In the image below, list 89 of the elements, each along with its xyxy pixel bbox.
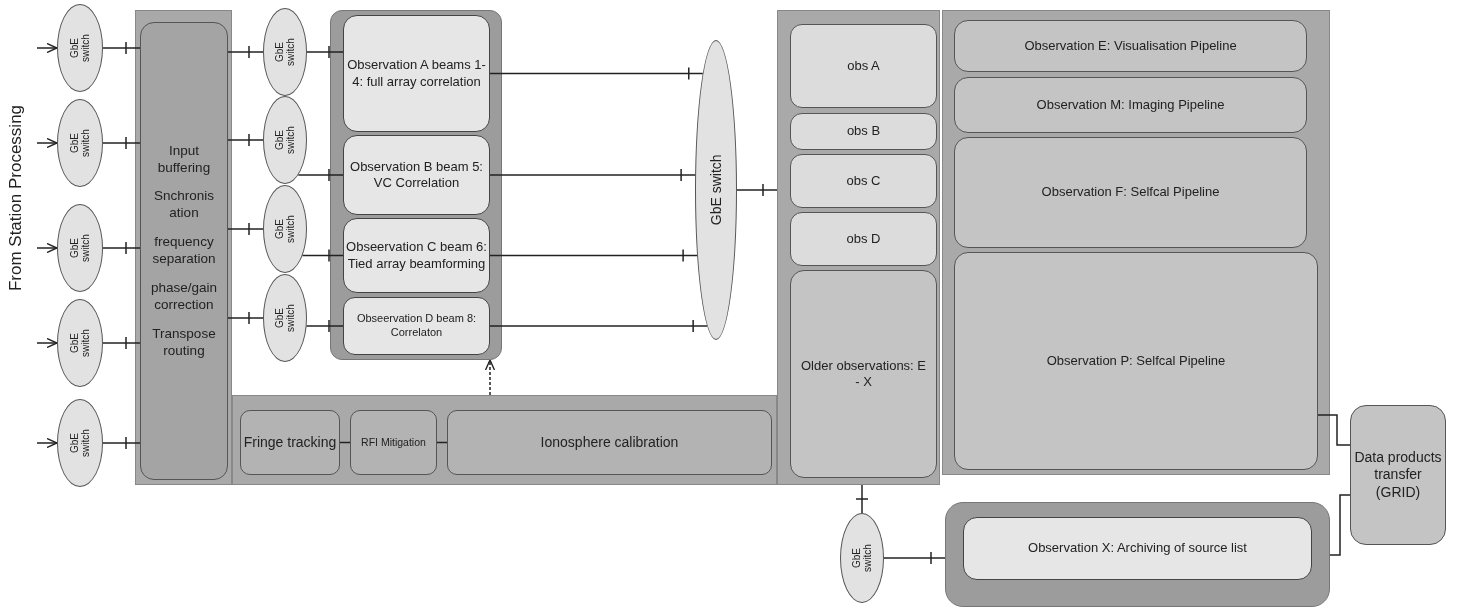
box-label: obs B <box>846 123 881 140</box>
switch-label: GbE switch <box>274 37 296 68</box>
box-label: Snchronis ation <box>152 188 215 223</box>
connector-line <box>227 133 264 147</box>
connector-line <box>736 183 778 197</box>
switch-label: GbE switch <box>69 428 91 459</box>
connector-line <box>227 45 264 59</box>
box-label: Observation P: Selfcal Pipeline <box>1046 352 1226 370</box>
arrow <box>36 42 58 54</box>
storage-box <box>790 212 937 266</box>
group-frame <box>945 502 1330 607</box>
connector-line <box>339 441 351 444</box>
switch-label: GbE switch <box>274 125 296 156</box>
box-label: Ionosphere calibration <box>540 433 679 452</box>
switch-label: GbE switch <box>707 154 725 226</box>
side-label: From Station Processing <box>6 103 26 294</box>
box-label: Observation E: Visualisation Pipeline <box>1024 37 1237 55</box>
connector-line <box>297 168 344 182</box>
process-box <box>350 410 437 475</box>
connector-line <box>883 551 946 565</box>
arrow <box>484 359 496 396</box>
storage-box <box>790 270 937 478</box>
switch-label: GbE switch <box>69 33 91 64</box>
arrow <box>36 242 58 254</box>
group-frame <box>330 10 502 360</box>
arrow <box>36 337 58 349</box>
connector-line <box>1317 414 1351 446</box>
connector-line <box>102 41 141 55</box>
storage-box <box>790 154 937 208</box>
process-box <box>343 218 490 293</box>
box-label: obs D <box>846 230 881 248</box>
box-label: Fringe tracking <box>243 433 337 452</box>
connector-line <box>227 311 264 325</box>
box-label: Observation B beam 5: VC Correlation <box>349 158 484 192</box>
process-box <box>343 297 490 355</box>
box-label: RFI Mitigation <box>361 435 426 450</box>
connector-line <box>301 248 344 263</box>
box-label: obs C <box>846 172 881 190</box>
panel <box>942 10 1330 475</box>
switch-label: GbE switch <box>274 214 296 245</box>
box-label: Obseervation D beam 8: Correlaton <box>355 312 478 340</box>
storage-box <box>790 24 937 108</box>
pipeline-box <box>954 252 1318 470</box>
process-box <box>1350 405 1446 545</box>
box-label: Obseervation C beam 6: Tied array beamforming <box>345 239 488 272</box>
box-label: Observation M: Imaging Pipeline <box>1036 96 1225 114</box>
process-box <box>343 15 490 132</box>
box-label: Observation F: Selfcal Pipeline <box>1041 184 1220 201</box>
process-box <box>140 22 228 480</box>
panel <box>777 10 940 485</box>
connector-line <box>489 248 698 263</box>
box-label: phase/gain correction <box>149 279 219 314</box>
switch-label: GbE switch <box>69 328 91 359</box>
arrow <box>36 137 58 149</box>
process-box <box>963 517 1312 580</box>
switch-label: GbE switch <box>69 128 91 159</box>
arrow <box>36 437 58 449</box>
box-label: Older observations: E - X <box>801 357 926 391</box>
switch-label: GbE switch <box>69 233 91 264</box>
calibration-band <box>232 395 777 485</box>
connector-line <box>102 241 141 255</box>
box-label: frequency separation <box>151 234 217 268</box>
connector-line <box>102 336 141 350</box>
pipeline-box <box>954 77 1307 133</box>
box-label: Transpose routing <box>151 325 217 360</box>
box-label: Observation A beams 1-4: full array correlation <box>346 57 487 90</box>
box-label: Observation X: Archiving of source list <box>1028 540 1247 557</box>
connector-line <box>102 136 141 150</box>
connector-line <box>1329 494 1351 556</box>
box-label: Input buffering <box>156 142 212 177</box>
connector-line <box>855 484 869 514</box>
connector-line <box>306 45 344 59</box>
switch-label: GbE switch <box>274 303 296 334</box>
connector-line <box>489 66 704 81</box>
box-label: obs A <box>847 57 880 75</box>
connector-line <box>227 222 264 236</box>
process-box <box>447 410 772 475</box>
connector-line <box>489 168 696 182</box>
connector-line <box>489 319 708 333</box>
connector-line <box>436 441 448 444</box>
process-box <box>343 135 490 215</box>
pipeline-box <box>954 137 1307 248</box>
process-box <box>240 410 340 475</box>
switch-label: GbE switch <box>851 543 873 574</box>
box-label: Data products transfer (GRID) <box>1353 448 1443 502</box>
connector-line <box>305 319 344 333</box>
pipeline-box <box>954 20 1307 72</box>
connector-line <box>102 436 141 450</box>
storage-box <box>790 113 937 150</box>
